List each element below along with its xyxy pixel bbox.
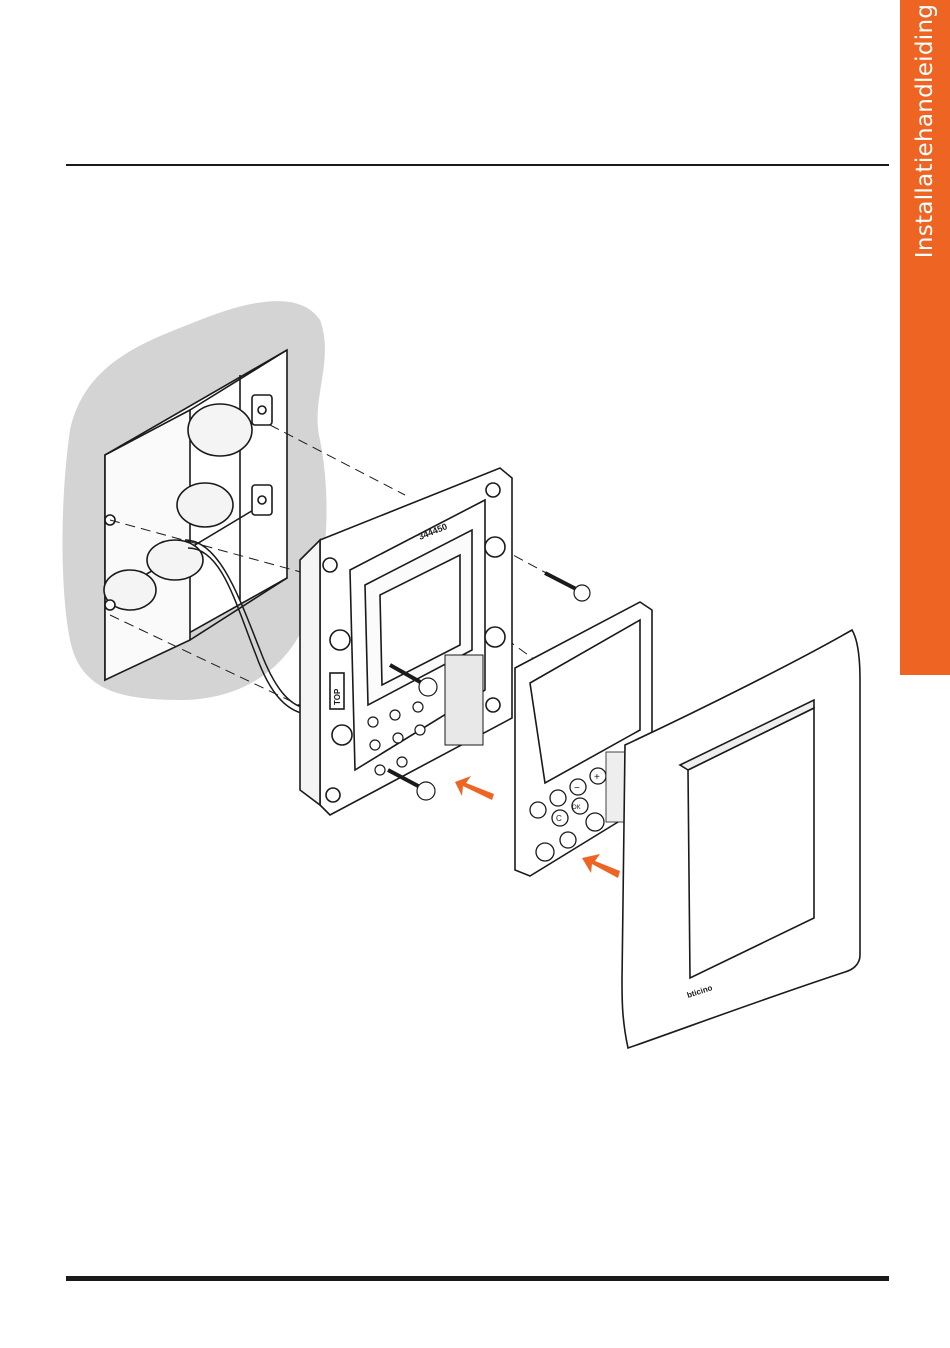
keypad-label-ok: OK xyxy=(572,805,581,811)
keypad-label-plus: + xyxy=(594,772,600,783)
device-module xyxy=(300,468,512,815)
screw xyxy=(388,770,435,800)
keypad-label-c: C xyxy=(556,814,562,823)
top-label: TOP xyxy=(333,688,342,705)
keypad-label-minus: − xyxy=(574,783,580,794)
screw xyxy=(545,573,590,601)
cover-plate xyxy=(622,630,860,1048)
arrow-icon xyxy=(455,776,494,800)
arrow-icon xyxy=(582,854,620,878)
bottom-rule xyxy=(66,1276,889,1281)
